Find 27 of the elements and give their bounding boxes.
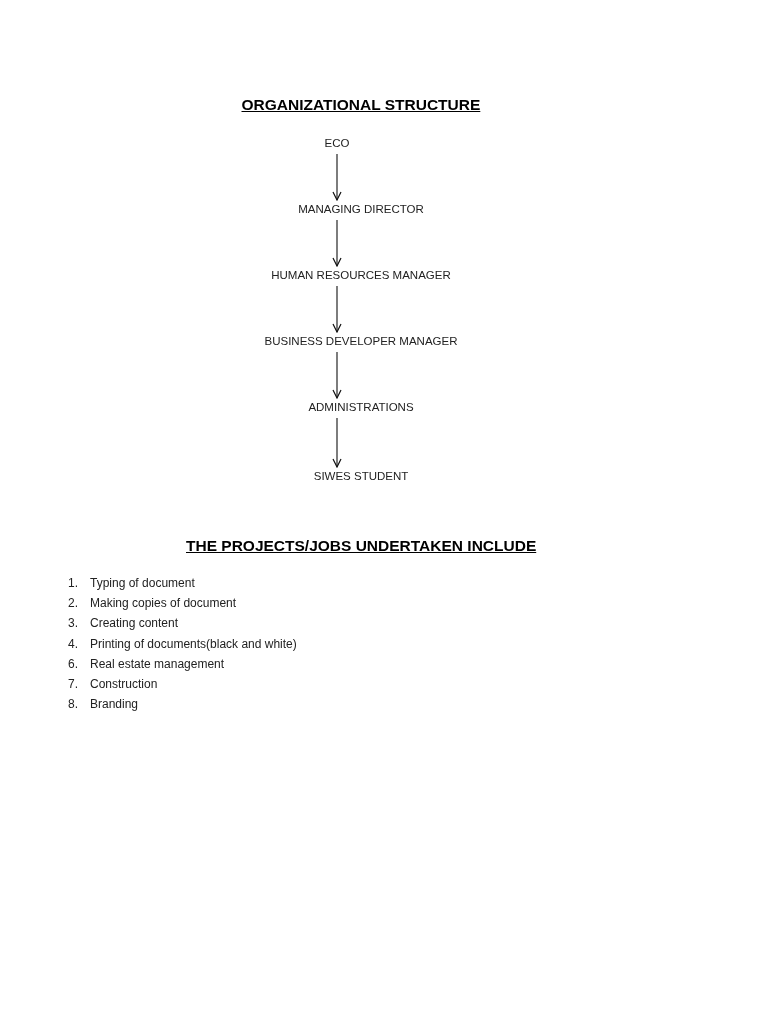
arrow bbox=[332, 153, 342, 201]
arrow bbox=[332, 219, 342, 267]
list-number: 6. bbox=[68, 655, 78, 672]
arrow bbox=[332, 417, 342, 468]
list-item-text: Construction bbox=[90, 676, 158, 692]
org-role-label: SIWES STUDENT bbox=[313, 469, 409, 484]
list-number: 2. bbox=[68, 595, 78, 612]
list-number: 1. bbox=[68, 575, 78, 591]
list-number: 7. bbox=[68, 676, 78, 692]
section-heading: THE PROJECTS/JOBS UNDERTAKEN INCLUDE bbox=[186, 536, 537, 556]
list-item-text: Creating content bbox=[90, 615, 179, 632]
list-number: 4. bbox=[68, 635, 78, 652]
list-item-text: Branding bbox=[90, 696, 139, 713]
arrow bbox=[332, 351, 342, 399]
arrow bbox=[332, 285, 342, 333]
diagram-title: ORGANIZATIONAL STRUCTURE bbox=[241, 95, 481, 115]
org-role-label: HUMAN RESOURCES MANAGER bbox=[271, 268, 451, 283]
org-role-label: ECO bbox=[324, 136, 350, 151]
list-item-text: Making copies of document bbox=[90, 595, 237, 612]
org-role-label: ADMINISTRATIONS bbox=[308, 400, 414, 415]
list-number: 8. bbox=[68, 696, 78, 713]
list-item-text: Real estate management bbox=[90, 655, 225, 672]
list-item-text: Typing of document bbox=[90, 575, 195, 591]
list-number: 3. bbox=[68, 615, 78, 632]
org-role-label: BUSINESS DEVELOPER MANAGER bbox=[264, 334, 458, 349]
org-role-label: MANAGING DIRECTOR bbox=[298, 202, 424, 217]
list-item-text: Printing of documents(black and white) bbox=[90, 635, 297, 652]
